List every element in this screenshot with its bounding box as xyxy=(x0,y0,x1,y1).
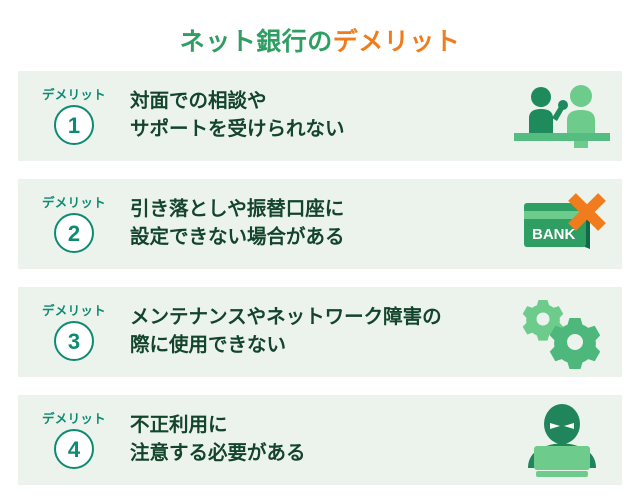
demerit-number-block-3: デメリット 3 xyxy=(18,303,130,361)
demerit-text-2: 引き落としや振替口座に 設定できない場合がある xyxy=(130,196,502,251)
demerit-text-3: メンテナンスやネットワーク障害の 際に使用できない xyxy=(130,304,502,359)
demerit-icon-wrap-1 xyxy=(502,71,622,161)
bank-card-rejected-icon: BANK xyxy=(524,193,606,249)
demerit-number-circle-4: 4 xyxy=(54,428,94,469)
demerit-label-4: デメリット xyxy=(41,412,106,427)
hacker-laptop-icon xyxy=(528,404,596,477)
demerit-number-block-1: デメリット 1 xyxy=(18,87,130,145)
demerit-card-1: デメリット 1 対面での相談や サポートを受けられない xyxy=(18,71,622,161)
demerit-text-line: 引き落としや振替口座に xyxy=(130,198,345,221)
demerit-number-circle-1: 1 xyxy=(54,104,94,145)
demerit-icon-wrap-4 xyxy=(502,395,622,485)
demerit-label-3: デメリット xyxy=(41,304,106,319)
page-title-main: ネット銀行の xyxy=(179,28,333,56)
demerit-icon-wrap-3 xyxy=(502,287,622,377)
demerit-text-line: サポートを受けられない xyxy=(130,118,345,140)
page-title-accent: デメリット xyxy=(332,28,461,56)
demerit-text-1: 対面での相談や サポートを受けられない xyxy=(130,88,502,143)
demerit-text-line: 不正利用に xyxy=(130,414,228,437)
demerit-number-circle-3: 3 xyxy=(54,320,94,361)
demerit-icon-wrap-2: BANK xyxy=(502,179,622,269)
bank-card-label: BANK xyxy=(532,226,575,243)
demerit-text-line: 対面での相談や xyxy=(130,90,267,113)
demerit-text-line: 設定できない場合がある xyxy=(130,226,345,248)
demerit-card-list: デメリット 1 対面での相談や サポートを受けられない xyxy=(18,71,622,503)
demerit-number-block-4: デメリット 4 xyxy=(18,411,130,469)
demerit-card-4: デメリット 4 不正利用に 注意する必要がある xyxy=(18,395,622,485)
demerit-label-2: デメリット xyxy=(41,196,106,211)
demerit-label-1: デメリット xyxy=(41,88,106,103)
counter-staff-customer-icon xyxy=(514,85,610,148)
gears-icon xyxy=(522,300,601,369)
demerit-number-circle-2: 2 xyxy=(54,212,94,253)
demerit-number-block-2: デメリット 2 xyxy=(18,195,130,253)
demerit-text-line: メンテナンスやネットワーク障害の xyxy=(130,306,442,329)
demerit-text-line: 際に使用できない xyxy=(130,334,287,356)
page-title: ネット銀行のデメリット xyxy=(0,22,640,58)
demerit-card-2: デメリット 2 引き落としや振替口座に 設定できない場合がある BANK xyxy=(18,179,622,269)
demerit-text-4: 不正利用に 注意する必要がある xyxy=(130,412,502,467)
demerit-text-line: 注意する必要がある xyxy=(130,442,306,464)
demerit-card-3: デメリット 3 メンテナンスやネットワーク障害の 際に使用できない xyxy=(18,287,622,377)
